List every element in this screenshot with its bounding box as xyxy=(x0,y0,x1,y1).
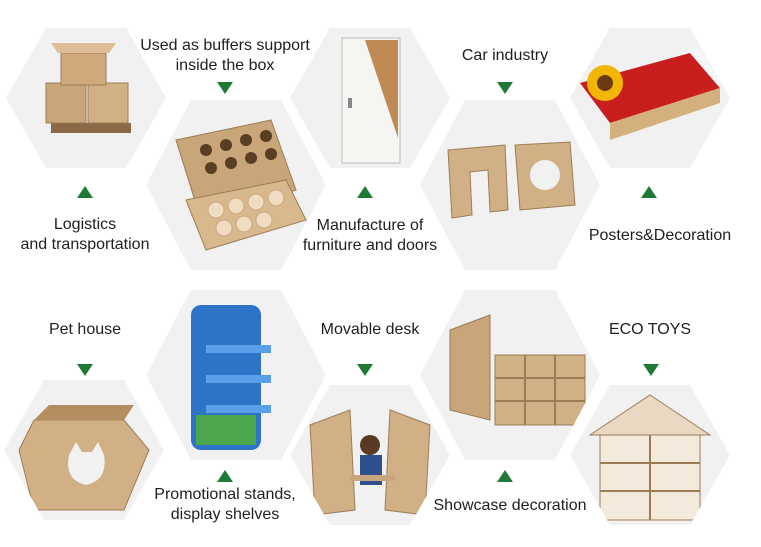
pet-arrow-icon xyxy=(77,364,93,376)
sunflower-board-image xyxy=(570,28,730,168)
car-panels-image xyxy=(420,100,600,270)
showcase-arrow-icon xyxy=(497,470,513,482)
furniture-label: Manufacture of furniture and doors xyxy=(302,217,438,254)
showcase-label: Showcase decoration xyxy=(433,497,587,514)
buffers-label: Used as buffers support inside the box xyxy=(140,37,310,74)
eco-arrow-icon xyxy=(643,364,659,376)
buffers-arrow-icon xyxy=(217,82,233,94)
car-arrow-icon xyxy=(497,82,513,94)
display-shelf-image xyxy=(146,290,326,460)
dollhouse-image xyxy=(570,385,730,525)
posters-arrow-icon xyxy=(641,186,657,198)
promo-arrow-icon xyxy=(217,470,233,482)
posters-label: Posters&Decoration xyxy=(588,227,732,244)
promotional-stands-label: Promotional stands, display shelves xyxy=(154,486,296,523)
eco-toys-label: ECO TOYS xyxy=(608,321,692,338)
furniture-arrow-icon xyxy=(357,186,373,198)
showcase-shelves-image xyxy=(420,290,600,460)
pet-house-label: Pet house xyxy=(48,321,122,338)
logistics-label: Logistics and transportation xyxy=(20,216,150,253)
cat-house-image xyxy=(4,380,164,520)
desk-arrow-icon xyxy=(357,364,373,376)
car-industry-label: Car industry xyxy=(461,47,549,64)
movable-desk-label: Movable desk xyxy=(320,321,420,338)
logistics-arrow-icon xyxy=(77,186,93,198)
